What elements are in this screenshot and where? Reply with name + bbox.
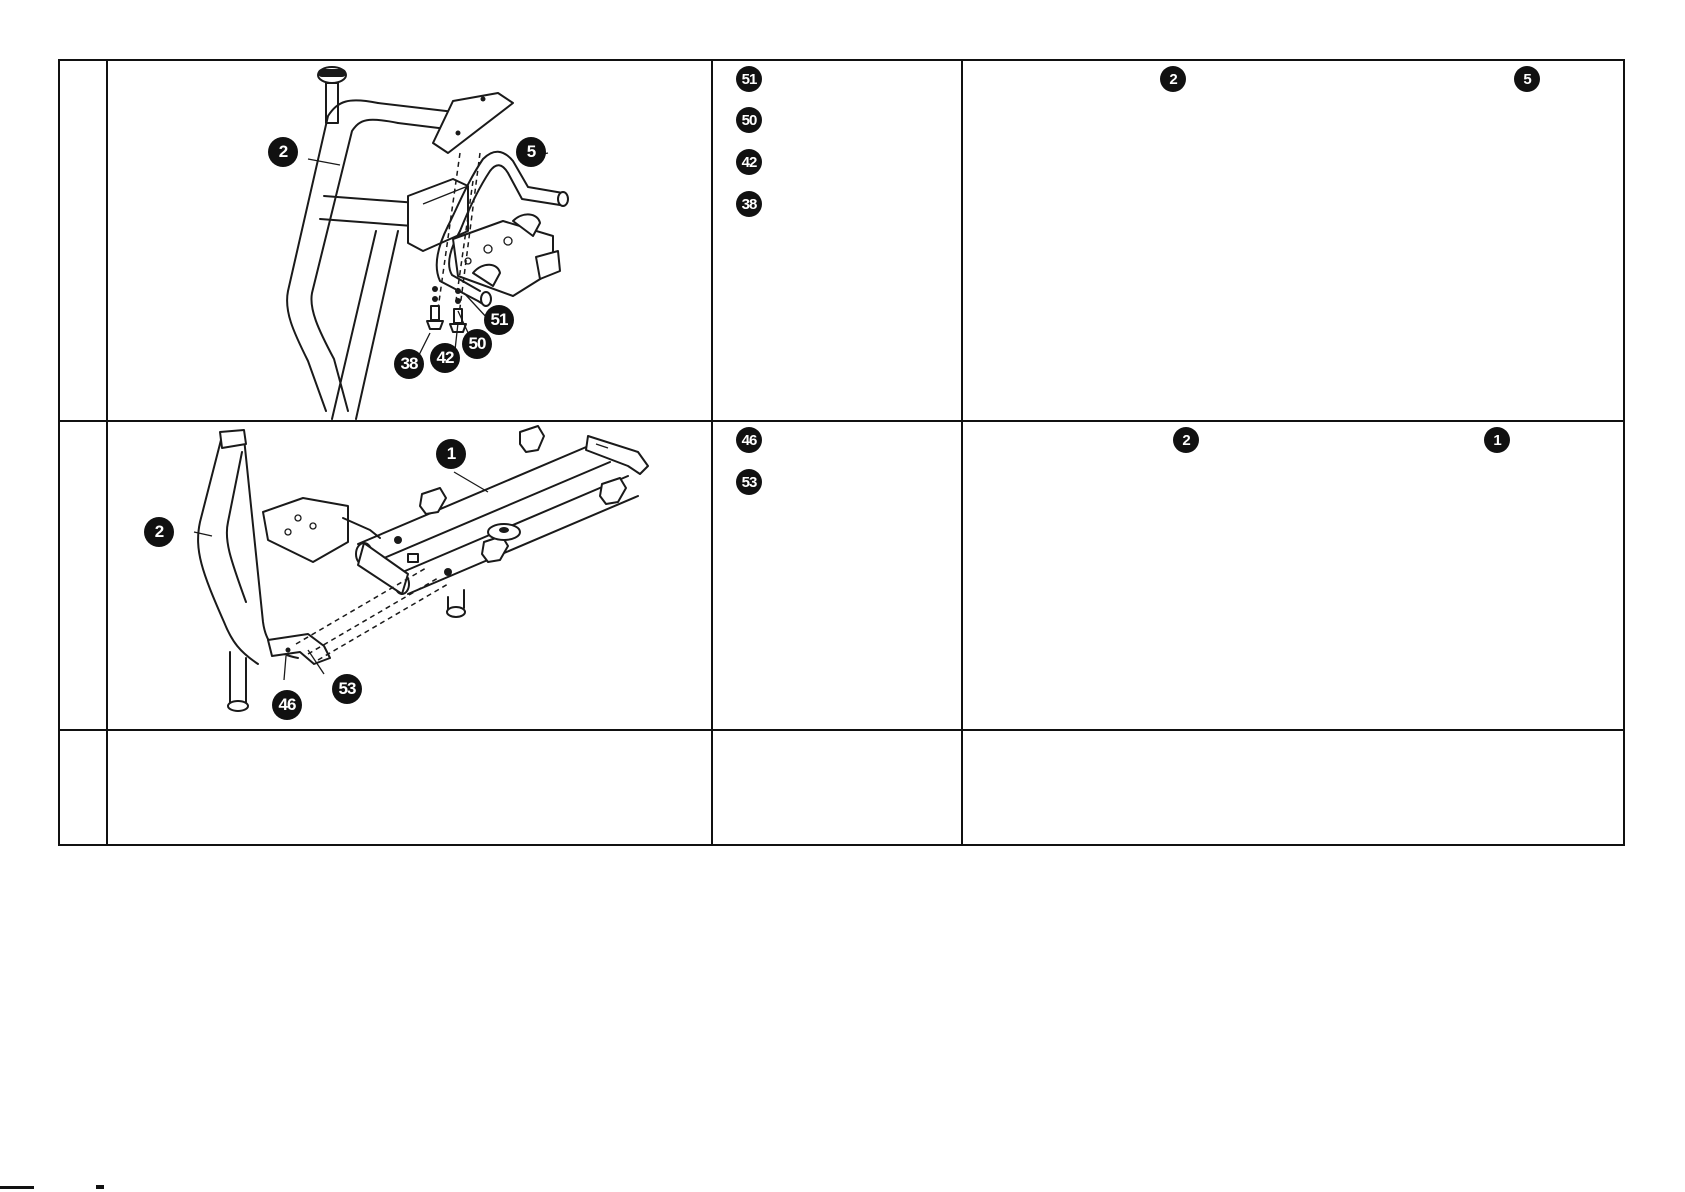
page-footer-mark [0, 1186, 34, 1189]
step-1-callout-part-38: 38 [394, 349, 424, 379]
row-divider-2 [60, 729, 1623, 731]
step-1-callout-part-42: 42 [430, 343, 460, 373]
step-2-illustration [108, 422, 710, 728]
step-2-part-badge: 53 [736, 469, 762, 495]
page-footer-mark [96, 1185, 104, 1189]
step-1-callout-frame: 2 [268, 137, 298, 167]
step-1-instruction-ref-frame: 2 [1160, 66, 1186, 92]
step-2-callout-base: 1 [436, 439, 466, 469]
step-1-instruction-ref-handle: 5 [1514, 66, 1540, 92]
step-2-instruction-ref-base: 1 [1484, 427, 1510, 453]
step-1-part-badge: 51 [736, 66, 762, 92]
step-1-callout-handle: 5 [516, 137, 546, 167]
assembly-step-table: 2 5 51 50 42 38 51 50 42 38 2 5 [58, 59, 1625, 846]
step-2-callout-part-46: 46 [272, 690, 302, 720]
step-2-instruction-ref-frame: 2 [1173, 427, 1199, 453]
column-divider-illustration [711, 61, 713, 844]
step-2-callout-frame: 2 [144, 517, 174, 547]
step-1-part-badge: 50 [736, 107, 762, 133]
step-1-callout-part-51: 51 [484, 305, 514, 335]
step-1-part-badge: 38 [736, 191, 762, 217]
step-2-callout-part-53: 53 [332, 674, 362, 704]
step-1-part-badge: 42 [736, 149, 762, 175]
column-divider-parts [961, 61, 963, 844]
step-2-part-badge: 46 [736, 427, 762, 453]
step-1-callout-part-50: 50 [462, 329, 492, 359]
